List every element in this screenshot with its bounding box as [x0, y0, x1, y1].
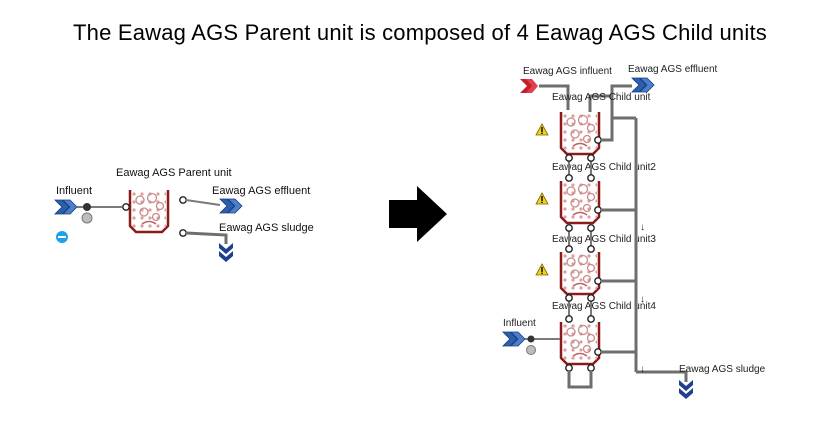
child-unit-1-tank-icon[interactable] — [559, 110, 601, 156]
warning-icon[interactable] — [535, 123, 549, 136]
flow-arrow-glyph: ↓ — [640, 222, 645, 233]
child-unit-3-tank-icon[interactable] — [559, 250, 601, 296]
right-influent-node — [527, 335, 535, 343]
flow-arrow-glyph: ↓ — [640, 364, 645, 375]
page-title: The Eawag AGS Parent unit is composed of… — [73, 20, 767, 45]
right-sludge-label: Eawag AGS sludge — [679, 364, 766, 375]
parent-unit-tank-icon[interactable] — [128, 188, 170, 234]
right-splitter-icon — [526, 345, 536, 355]
sludge-collector: ↓ ↓ ↓ — [601, 116, 688, 382]
left-sludge-label: Eawag AGS sludge — [219, 222, 314, 234]
effluent-stream-icon[interactable] — [219, 198, 243, 214]
left-effluent-label: Eawag AGS effluent — [212, 185, 310, 197]
influent-top-stream-icon[interactable] — [520, 79, 538, 93]
child-unit-4-label: Eawag AGS Child unit4 — [552, 301, 656, 312]
child-unit-2-label: Eawag AGS Child unit2 — [552, 162, 656, 173]
parent-out-port — [179, 196, 187, 204]
child-unit-3-label: Eawag AGS Child unit3 — [552, 234, 656, 245]
influent-node — [83, 203, 91, 211]
controller-dash — [58, 236, 66, 238]
influent-top-pipe — [539, 84, 570, 110]
effluent-pipe — [185, 199, 221, 206]
child-unit-2-tank-icon[interactable] — [559, 179, 601, 225]
warning-icon[interactable] — [535, 192, 549, 205]
effluent-top-stream-icon[interactable] — [631, 77, 655, 93]
warning-icon[interactable] — [535, 263, 549, 276]
parent-sludge-port — [179, 229, 187, 237]
right-influent-label: Influent — [503, 318, 536, 329]
parent-unit-label: Eawag AGS Parent unit — [116, 167, 232, 179]
splitter-icon — [81, 212, 93, 224]
right-influent-stream-icon[interactable] — [502, 331, 526, 347]
bottom-loop-pipe — [567, 371, 593, 389]
right-effluent-top-label: Eawag AGS effluent — [628, 64, 718, 75]
sludge-stream-icon[interactable] — [219, 243, 233, 262]
left-diagram: Influent Eawag AGS Parent unit Eawag AGS… — [54, 167, 314, 262]
parent-in-port — [122, 203, 130, 211]
flow-arrow-glyph: ↓ — [640, 294, 645, 305]
left-influent-label: Influent — [56, 185, 92, 197]
influent-stream-icon[interactable] — [54, 199, 78, 215]
right-diagram: Eawag AGS influent Eawag AGS effluent Ea… — [502, 64, 766, 399]
child-unit-4-tank-icon[interactable] — [559, 320, 601, 366]
right-sludge-stream-icon[interactable] — [679, 380, 693, 399]
sludge-pipe — [185, 231, 228, 244]
right-influent-top-label: Eawag AGS influent — [523, 66, 612, 77]
child-unit-1-label: Eawag AGS Child unit — [552, 92, 651, 103]
right-arrow-icon — [389, 186, 447, 242]
